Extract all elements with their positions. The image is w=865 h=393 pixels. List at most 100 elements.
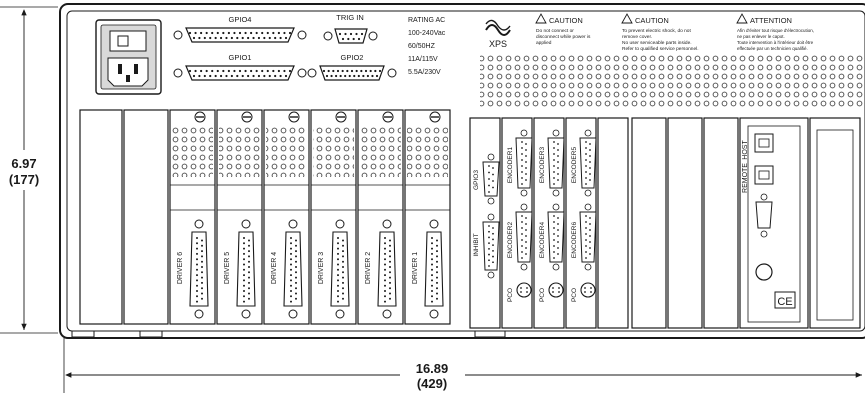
height-in-label: 6.97 — [11, 156, 36, 171]
caution-label-2: CAUTION To prevent electric shock, do no… — [621, 13, 699, 52]
screw-icon — [429, 111, 441, 123]
inhibit-label: INHIBIT — [473, 233, 480, 256]
pco-mini-din-port[interactable] — [516, 282, 532, 298]
rating-line: 60/50HZ — [408, 43, 436, 50]
gpio2-label: GPIO2 — [341, 53, 364, 62]
encoder-label: ENCODER2 — [507, 222, 514, 259]
trig-in-label: TRIG IN — [336, 13, 364, 22]
xps-text: XPS — [489, 39, 507, 49]
warning-triangle-icon — [621, 13, 633, 24]
pco-label: PCO — [539, 288, 546, 302]
encoder-connectors: GPIO3INHIBITENCODER1ENCODER2PCOENCODER3E… — [473, 129, 597, 302]
warning-triangle-icon — [736, 13, 748, 24]
attention-label: ATTENTION Afin d'éviter tout risque d'él… — [736, 13, 814, 51]
encoder-label: ENCODER6 — [571, 222, 578, 259]
driver-label: DRIVER 3 — [318, 252, 325, 284]
encoder-label: ENCODER5 — [571, 147, 578, 184]
encoder-connector[interactable] — [579, 129, 597, 197]
caution-line: To prevent electric shock, do not — [622, 28, 691, 34]
height-mm-label: (177) — [9, 172, 39, 187]
blank-slots-right — [631, 117, 861, 329]
host-remote-board: HOST REMOTE CE — [739, 117, 809, 329]
caution-title: CAUTION — [635, 16, 669, 25]
attention-line: Toute intervention à l'intérieur doit êt… — [737, 40, 814, 45]
driver-db25-connector[interactable] — [283, 231, 303, 307]
height-dimension: 6.97 (177) — [0, 6, 58, 334]
driver-db25-connector[interactable] — [330, 231, 350, 307]
encoder-connector[interactable] — [515, 129, 533, 197]
rating-line: RATING AC — [408, 17, 445, 24]
gpio1-label: GPIO1 — [229, 53, 252, 62]
driver-db25-connector[interactable] — [424, 231, 444, 307]
encoder-label: ENCODER4 — [539, 222, 546, 259]
rating-label: RATING AC 100-240Vac 60/50HZ 11A/115V 5.… — [408, 17, 446, 76]
driver-modules: DRIVER 6 DRIVER 5 DRIVER 4 DRIVER 3 DRIVER 2… — [169, 109, 451, 325]
driver-label: DRIVER 5 — [224, 252, 231, 284]
pco-label: PCO — [507, 288, 514, 302]
pco-label: PCO — [571, 288, 578, 302]
driver-db25-connector[interactable] — [189, 231, 209, 307]
gpio3-connector[interactable] — [482, 153, 500, 205]
inhibit-connector[interactable] — [482, 213, 500, 279]
driver-label: DRIVER 2 — [365, 252, 372, 284]
screw-icon — [241, 111, 253, 123]
width-in-label: 16.89 — [416, 361, 449, 376]
driver-db25-connector[interactable] — [236, 231, 256, 307]
screw-icon — [382, 111, 394, 123]
blank-panels-left — [79, 109, 169, 325]
driver-module: DRIVER 1 — [404, 109, 451, 325]
caution-line: Refer to qualified service personnel. — [622, 46, 699, 52]
encoder-connector[interactable] — [547, 129, 565, 197]
rating-line: 5.5A/230V — [408, 69, 441, 76]
caution-title: CAUTION — [549, 16, 583, 25]
warning-triangle-icon — [535, 13, 547, 24]
encoder-label: ENCODER3 — [539, 147, 546, 184]
gpio4-label: GPIO4 — [229, 15, 252, 24]
rating-line: 11A/115V — [408, 56, 438, 63]
driver-module: DRIVER 3 — [310, 109, 357, 325]
pco-mini-din-port[interactable] — [548, 282, 564, 298]
caution-line: Do not connect or — [536, 28, 574, 34]
screw-icon — [194, 111, 206, 123]
mini-din-port[interactable] — [755, 263, 773, 281]
attention-line: Afin d'éviter tout risque d'électrocutio… — [737, 28, 814, 33]
screw-icon — [335, 111, 347, 123]
connector-pins — [188, 31, 382, 78]
remote-label: REMOTE — [742, 163, 749, 193]
driver-label: DRIVER 1 — [412, 252, 419, 284]
caution-label-1: CAUTION Do not connect or disconnect whi… — [535, 13, 591, 46]
gpio3-label: GPIO3 — [473, 170, 480, 190]
encoder-connector[interactable] — [579, 203, 597, 271]
caution-line: No user serviceable parts inside. — [622, 40, 692, 46]
caution-line: remove cover. — [622, 34, 652, 40]
pco-mini-din-port[interactable] — [580, 282, 596, 298]
host-label: HOST — [742, 140, 749, 160]
xps-logo: XPS — [485, 19, 511, 49]
width-dimension: 16.89 (429) — [63, 338, 862, 393]
driver-module: DRIVER 2 — [357, 109, 404, 325]
attention-line: ne pas enlever le capot. — [737, 34, 785, 39]
attention-title: ATTENTION — [750, 16, 792, 25]
encoder-connector[interactable] — [515, 203, 533, 271]
attention-line: effectuée par un technicien qualifié. — [737, 46, 808, 51]
driver-label: DRIVER 6 — [177, 252, 184, 284]
driver-db25-connector[interactable] — [377, 231, 397, 307]
driver-module: DRIVER 5 — [216, 109, 263, 325]
gpio4-connector: GPIO4 — [173, 15, 307, 43]
width-mm-label: (429) — [417, 376, 447, 391]
driver-module: DRIVER 6 — [169, 109, 216, 325]
encoder-connector[interactable] — [547, 203, 565, 271]
encoder-label: ENCODER1 — [507, 147, 514, 184]
rating-line: 100-240Vac — [408, 30, 446, 37]
caution-line: disconnect while power is — [536, 34, 591, 40]
driver-label: DRIVER 4 — [271, 252, 278, 284]
ce-mark: CE — [777, 296, 792, 308]
power-inlet — [95, 19, 162, 95]
ventilation-grid — [480, 55, 865, 107]
screw-icon — [288, 111, 300, 123]
gpio1-connector: GPIO1 — [173, 53, 307, 81]
caution-line: applied — [536, 40, 552, 46]
driver-module: DRIVER 4 — [263, 109, 310, 325]
